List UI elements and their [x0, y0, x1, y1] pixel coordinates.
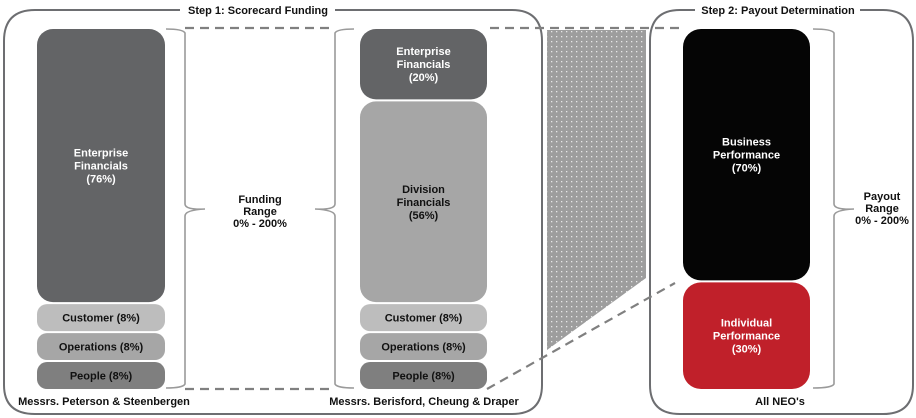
brace-left-column — [165, 28, 206, 389]
brace-payout — [812, 28, 855, 389]
left-label-people: People (8%) — [70, 371, 133, 383]
step1-panel: Step 1: Scorecard Funding — [3, 5, 543, 415]
left-label-customer: Customer (8%) — [62, 313, 140, 325]
brace-right-column — [314, 28, 355, 389]
left-label-operations: Operations (8%) — [59, 342, 144, 354]
step1-frame — [3, 9, 543, 415]
right-segment-enterprise-financials — [360, 29, 487, 100]
left-segment-enterprise-financials — [37, 29, 165, 303]
left-segment-people — [37, 362, 165, 389]
right-label-people: People (8%) — [392, 371, 455, 383]
left-segment-operations — [37, 333, 165, 361]
caption-all-neos: All NEO's — [755, 396, 805, 408]
step2-panel: Step 2: Payout Determination — [649, 5, 914, 415]
transition-band — [547, 30, 646, 350]
right-segment-division-financials — [360, 101, 487, 303]
connectors — [185, 26, 680, 391]
payout-segment-business-performance — [683, 29, 810, 281]
caption-peterson-steenbergen: Messrs. Peterson & Steenbergen — [18, 396, 190, 408]
step1-title: Step 1: Scorecard Funding — [188, 5, 328, 17]
braces — [165, 28, 855, 389]
right-segment-customer — [360, 304, 487, 332]
payout-segment-individual-performance — [683, 282, 810, 389]
step2-frame — [649, 9, 914, 415]
right-segment-operations — [360, 333, 487, 361]
right-segment-people — [360, 362, 487, 389]
connector-bottom-right — [486, 282, 676, 390]
left-segment-customer — [37, 304, 165, 332]
step2-title: Step 2: Payout Determination — [701, 5, 855, 17]
caption-berisford-cheung-draper: Messrs. Berisford, Cheung & Draper — [329, 396, 519, 408]
right-label-customer: Customer (8%) — [385, 313, 463, 325]
right-label-operations: Operations (8%) — [381, 342, 466, 354]
